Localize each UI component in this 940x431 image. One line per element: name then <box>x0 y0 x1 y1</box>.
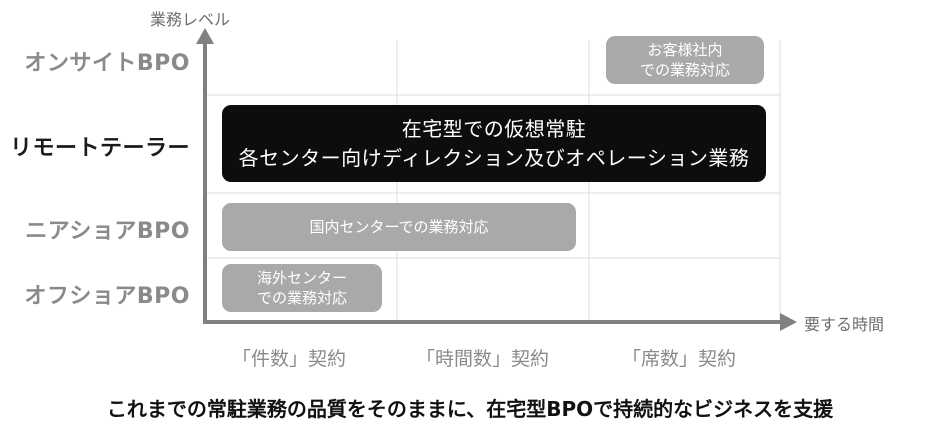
col-label-hours: 「時間数」契約 <box>416 348 550 370</box>
caption: これまでの常駐業務の品質をそのままに、在宅型BPOで持続的なビジネスを支援 <box>106 397 834 421</box>
nearshore-box-line1: 国内センターでの業務対応 <box>309 217 489 236</box>
offshore-box-line1: 海外センター <box>256 268 347 287</box>
onsite-box: お客様社内 での業務対応 <box>606 36 764 84</box>
nearshore-box: 国内センターでの業務対応 <box>222 203 576 251</box>
row-label-offshore: オフショアBPO <box>24 284 190 309</box>
onsite-box-line1: お客様社内 <box>647 40 723 59</box>
row-label-onsite: オンサイトBPO <box>24 51 190 76</box>
offshore-box-line2: での業務対応 <box>256 289 347 307</box>
x-axis-arrowhead <box>780 313 797 331</box>
remote-box-line2: 各センター向けディレクション及びオペレーション業務 <box>238 145 750 170</box>
x-axis-title: 要する時間 <box>804 315 885 334</box>
row-label-remote: リモートテーラー <box>9 136 190 161</box>
y-axis-title: 業務レベル <box>150 10 231 29</box>
col-label-count: 「件数」契約 <box>232 348 347 370</box>
onsite-box-line2: での業務対応 <box>639 61 730 79</box>
y-axis-arrowhead <box>196 28 214 44</box>
remote-box-line1: 在宅型での仮想常駐 <box>401 116 587 141</box>
remote-box: 在宅型での仮想常駐 各センター向けディレクション及びオペレーション業務 <box>222 105 766 182</box>
row-label-nearshore: ニアショアBPO <box>25 219 190 244</box>
col-label-seats: 「席数」契約 <box>622 348 737 370</box>
offshore-box: 海外センター での業務対応 <box>222 264 382 312</box>
